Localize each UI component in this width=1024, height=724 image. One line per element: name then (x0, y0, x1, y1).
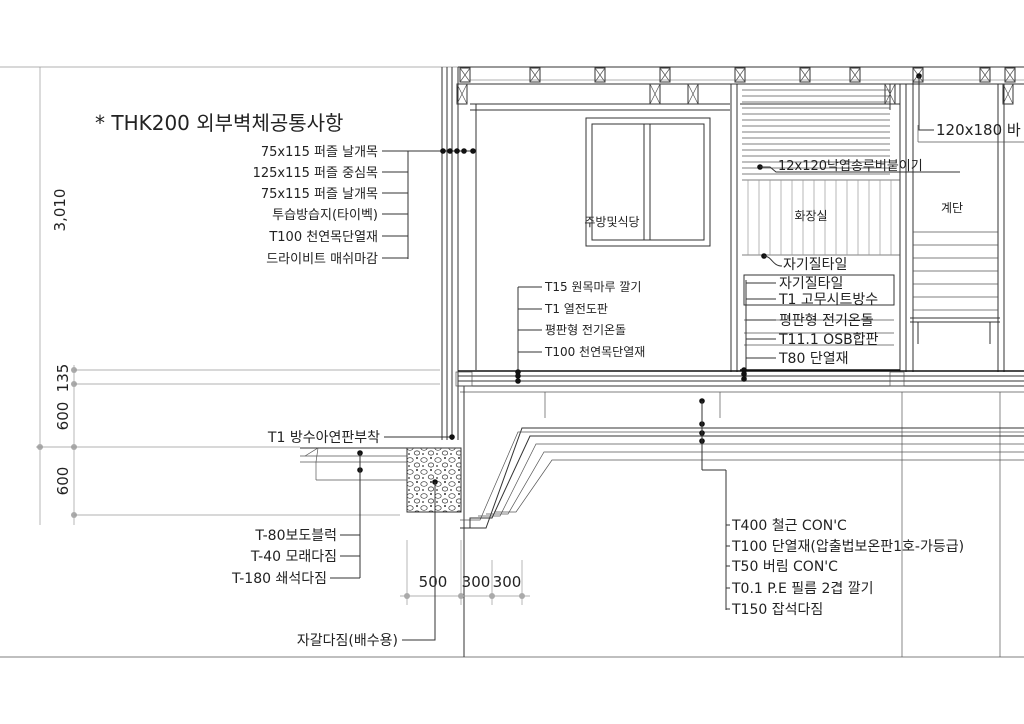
bath-floor-layer-4: T11.1 OSB합판 (778, 332, 879, 348)
joist-post (649, 83, 661, 105)
joist-box (734, 67, 746, 83)
joist-box (799, 67, 811, 83)
window-frame (585, 117, 711, 247)
floor-slab (455, 370, 1024, 657)
beam-label: 120x180 바 (936, 121, 1021, 139)
flashing-leader (384, 434, 455, 440)
beam-row (456, 66, 1024, 111)
slab-leader (699, 398, 730, 610)
slab-layer-2: T100 단열재(압출법보온판1호-가등급) (731, 539, 964, 555)
room-label-kitchen: 주방및식당 (584, 215, 639, 229)
drain-leader (402, 479, 438, 641)
kitchen-room (475, 84, 738, 372)
slab-layer-4: T0.1 P.E 필름 2겹 깔기 (731, 581, 873, 597)
wall-layer-1: 75x115 퍼즐 날개목 (261, 145, 378, 160)
wall-layer-2: 125x115 퍼즐 중심목 (253, 166, 378, 181)
joist-post (1002, 83, 1014, 105)
beam-leader (916, 73, 934, 131)
bath-floor-layer-2: T1 고무시트방수 (778, 292, 878, 308)
bathroom-room (740, 84, 901, 372)
joist-box (529, 67, 541, 83)
dim-600-upper: 600 (54, 402, 72, 431)
paving-layer-2: T-40 모래다짐 (250, 549, 337, 565)
wall-layer-3: 75x115 퍼즐 날개목 (261, 187, 378, 202)
wall-layer-5: T100 천연목단열재 (268, 230, 378, 245)
paving-leader (330, 450, 363, 579)
joist-box (979, 67, 991, 83)
bath-wall-leader (761, 253, 783, 267)
kitchen-floor-layer-4: T100 천연목단열재 (544, 344, 645, 359)
bath-floor-leader (741, 280, 776, 382)
wall-layers-leader (382, 148, 476, 259)
room-label-bathroom: 화장실 (794, 209, 827, 223)
bath-wall-label: 자기질타일 (783, 257, 847, 273)
dim-135: 135 (54, 364, 72, 393)
kitchen-floor-leader (515, 286, 542, 384)
joist-box (659, 67, 671, 83)
dim-3010: 3,010 (51, 189, 69, 232)
vertical-dimension-line (36, 67, 440, 525)
exterior-wall (441, 67, 459, 440)
flashing-label: T1 방수아연판부착 (267, 430, 380, 446)
slab-layer-3: T50 버림 CON'C (731, 559, 838, 575)
joist-box (1004, 67, 1016, 83)
bath-floor-layer-1: 자기질타일 (779, 276, 843, 292)
wall-layer-4: 투습방습지(타이벡) (272, 208, 378, 223)
joist-box (459, 67, 471, 83)
dim-300-b: 300 (493, 573, 522, 591)
joist-post (456, 83, 468, 105)
joist-box (594, 67, 606, 83)
kitchen-floor-layer-1: T15 원목마루 깔기 (544, 280, 641, 294)
stair-area (905, 67, 1024, 372)
paving-layer-1: T-80보도블럭 (254, 528, 337, 544)
kitchen-floor-layer-2: T1 열전도판 (544, 302, 608, 316)
horizontal-dimension-line (400, 540, 530, 605)
page-title: * THK200 외부벽체공통사항 (95, 111, 343, 135)
joist-post (687, 83, 699, 105)
bath-ceiling-label: 12x120낙엽송루버붙이기 (778, 159, 923, 174)
slab-layer-5: T150 잡석다짐 (731, 602, 823, 618)
dim-600-lower: 600 (54, 467, 72, 496)
slab-layer-1: T400 철근 CON'C (731, 518, 847, 534)
paving-layer-3: T-180 쇄석다짐 (231, 571, 327, 587)
drain-label: 자갈다짐(배수용) (297, 633, 398, 649)
dim-300-a: 300 (462, 573, 491, 591)
joist-box (849, 67, 861, 83)
paving-layers (300, 447, 407, 481)
kitchen-floor-layer-3: 평판형 전기온돌 (545, 323, 626, 337)
room-label-stairs: 계단 (941, 201, 963, 215)
dim-500: 500 (419, 573, 448, 591)
wall-layer-6: 드라이비트 매쉬마감 (266, 252, 378, 267)
bath-ceiling-leader (757, 164, 960, 173)
bath-floor-layer-3: 평판형 전기온돌 (779, 313, 874, 329)
bath-floor-layer-5: T80 단열재 (778, 351, 848, 367)
